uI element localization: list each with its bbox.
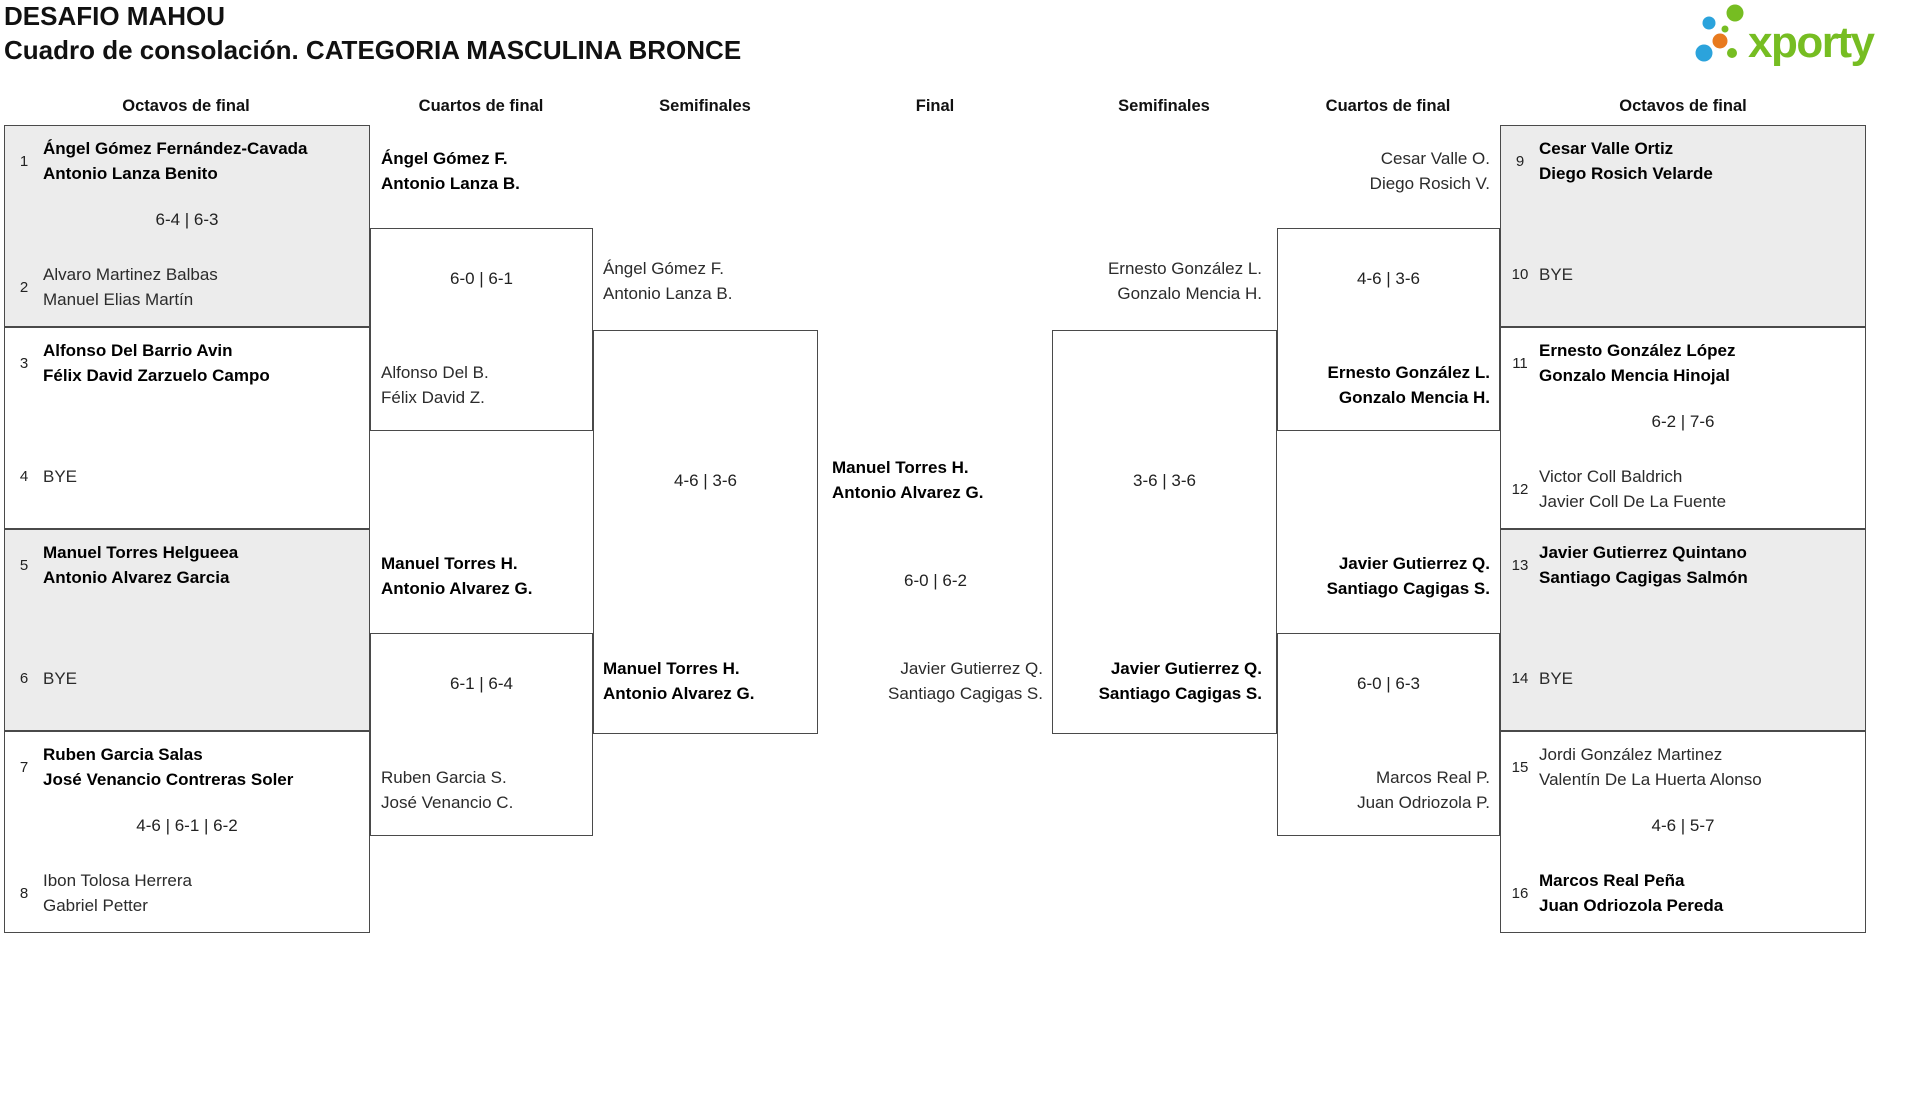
match-score: 6-4 | 6-3: [155, 210, 219, 229]
team-entry: Javier Gutierrez Q.Santiago Cagigas S.: [888, 659, 1043, 703]
seed-number: 2: [19, 278, 29, 296]
team-entry: Marcos Real P.Juan Odriozola P.: [1357, 768, 1490, 812]
seed-number: 3: [19, 354, 29, 372]
match-box-qf-right-1: [1277, 228, 1500, 431]
seed-number: 7: [19, 758, 29, 776]
team-entry: Javier Gutierrez Q.Santiago Cagigas S.: [1098, 659, 1262, 703]
round-header-semis-right: Semifinales: [1118, 97, 1210, 115]
round-header-octavos-right: Octavos de final: [1619, 97, 1747, 115]
seed-number: 1: [19, 152, 29, 170]
round-header-cuartos-left: Cuartos de final: [418, 97, 544, 115]
seed-number: 8: [19, 884, 29, 902]
match-box-sf-right: [1052, 330, 1277, 734]
xporty-logo[interactable]: xporty: [1682, 0, 1912, 76]
team-entry: Ruben Garcia S.José Venancio C.: [381, 768, 514, 812]
seed-number: 12: [1511, 480, 1529, 498]
team-entry: Ángel Gómez F.Antonio Lanza B.: [381, 149, 520, 193]
logo-dot-icon: [1727, 48, 1737, 58]
match-score: 4-6 | 3-6: [673, 471, 737, 490]
logo-wordmark: xporty: [1748, 18, 1876, 67]
team-entry: Cesar Valle O.Diego Rosich V.: [1369, 149, 1490, 193]
seed-number: 9: [1515, 152, 1525, 170]
match-box-qf-left-2: [370, 633, 593, 836]
match-score: 6-2 | 7-6: [1651, 412, 1715, 431]
logo-dot-icon: [1721, 25, 1729, 33]
match-box-sf-left: [593, 330, 818, 734]
round-header-semis-left: Semifinales: [659, 97, 751, 115]
seed-number: 13: [1511, 556, 1529, 574]
round-header-final: Final: [915, 97, 955, 115]
match-score: 4-6 | 6-1 | 6-2: [136, 816, 238, 835]
seed-number: 15: [1511, 758, 1529, 776]
seed-number: 16: [1511, 884, 1529, 902]
match-score: 3-6 | 3-6: [1132, 471, 1196, 490]
match-score: 6-0 | 6-2: [903, 571, 967, 590]
team-entry: Ernesto González L.Gonzalo Mencia H.: [1107, 259, 1262, 303]
team-entry-final-winner: Manuel Torres H.Antonio Alvarez G.: [832, 458, 984, 502]
match-score: 4-6 | 5-7: [1651, 816, 1715, 835]
team-entry: 14 BYE: [1507, 666, 1857, 691]
match-score: 6-0 | 6-3: [1356, 674, 1420, 693]
page-subtitle: Cuadro de consolación. CATEGORIA MASCULI…: [4, 35, 742, 65]
seed-number: 4: [19, 468, 29, 485]
logo-dot-icon: [1702, 16, 1716, 30]
match-box-qf-left-1: [370, 228, 593, 431]
match-score: 6-1 | 6-4: [449, 674, 513, 693]
seed-number: 10: [1511, 266, 1529, 283]
match-box-qf-right-2: [1277, 633, 1500, 836]
seed-number: 5: [19, 556, 29, 574]
team-entry: Manuel Torres H.Antonio Alvarez G.: [381, 554, 533, 598]
match-score: 6-0 | 6-1: [449, 269, 513, 288]
page-title: DESAFIO MAHOU: [4, 1, 225, 31]
team-entry: 6 BYE: [11, 666, 361, 691]
round-header-octavos-left: Octavos de final: [122, 97, 250, 115]
team-entry: Alfonso Del B.Félix David Z.: [381, 363, 489, 407]
seed-number: 14: [1511, 670, 1529, 687]
team-entry: Ernesto González L.Gonzalo Mencia H.: [1327, 363, 1490, 407]
team-entry: Ángel Gómez F.Antonio Lanza B.: [603, 259, 733, 303]
match-score: 4-6 | 3-6: [1356, 269, 1420, 288]
logo-dot-icon: [1726, 4, 1744, 22]
team-entry: 10 BYE: [1507, 262, 1857, 287]
team-entry: 4 BYE: [11, 464, 361, 489]
team-entry: Javier Gutierrez Q.Santiago Cagigas S.: [1326, 554, 1490, 598]
round-header-cuartos-right: Cuartos de final: [1325, 97, 1451, 115]
logo-dot-icon: [1695, 44, 1713, 62]
team-entry: Manuel Torres H.Antonio Alvarez G.: [603, 659, 755, 703]
logo-dot-icon: [1712, 33, 1728, 49]
seed-number: 6: [19, 670, 29, 687]
seed-number: 11: [1512, 354, 1528, 372]
